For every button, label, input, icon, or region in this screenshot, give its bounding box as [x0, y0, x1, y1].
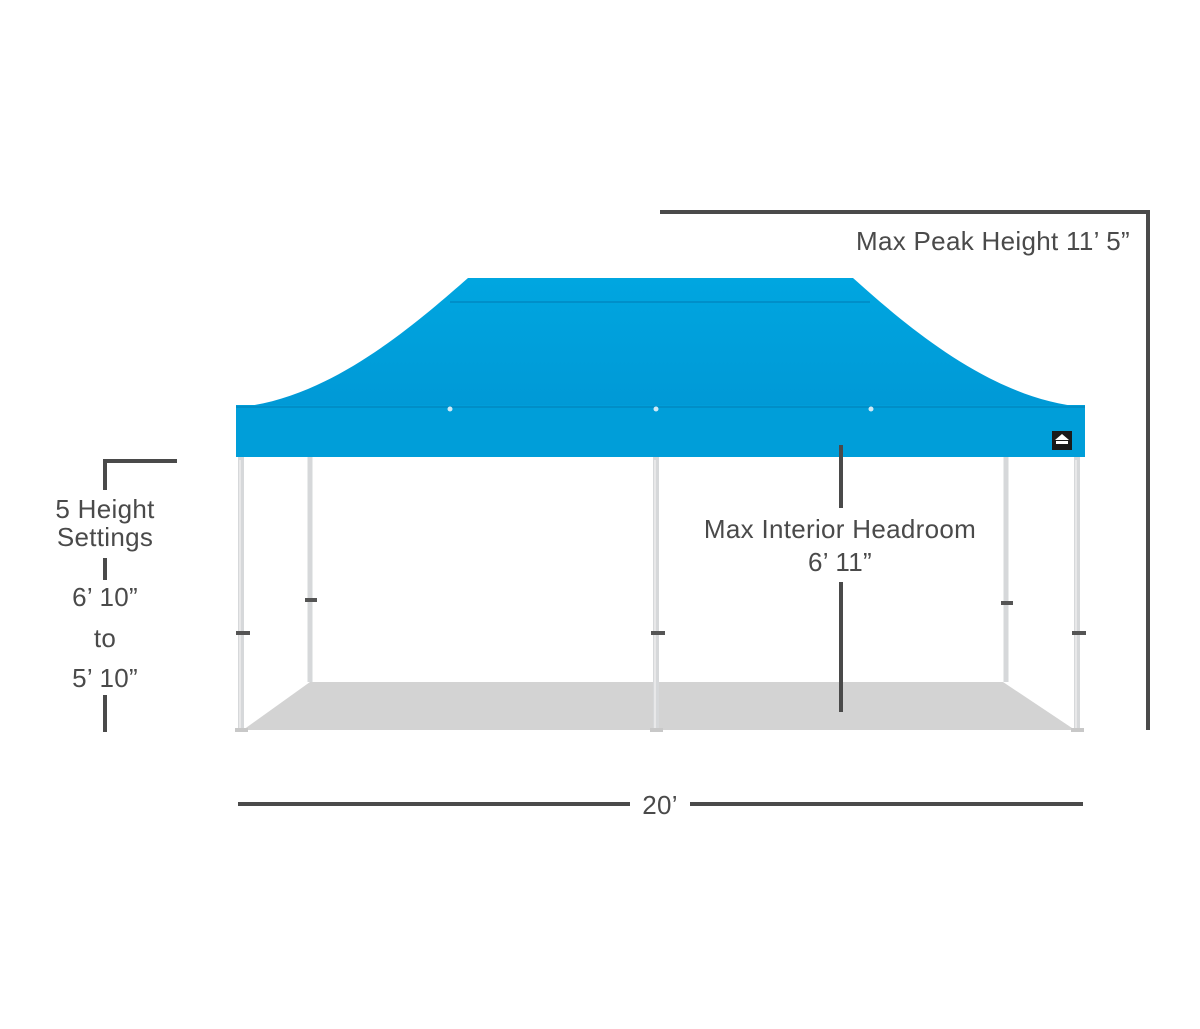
- height-settings-label-line2: Settings: [56, 522, 154, 552]
- brand-logo-icon: [1052, 431, 1072, 450]
- height-settings-connector: to: [93, 623, 117, 653]
- peak-height-label: Max Peak Height 11’ 5”: [856, 226, 1130, 256]
- headroom-label: Max Interior Headroom: [703, 514, 977, 544]
- height-settings-max: 6’ 10”: [72, 582, 138, 612]
- leg-feet: [235, 728, 1084, 732]
- height-settings-label-line1: 5 Height: [55, 494, 155, 524]
- canopy-roof: [238, 278, 1084, 407]
- valance-grommet: [868, 406, 874, 412]
- headroom-value: 6’ 11”: [808, 547, 872, 577]
- height-settings-min: 5’ 10”: [72, 663, 138, 693]
- width-label: 20’: [642, 790, 678, 820]
- height-settings-dimension-line: [103, 459, 177, 732]
- valance-grommet: [447, 406, 453, 412]
- valance-grommet: [653, 406, 659, 412]
- leg-height-pins: [236, 598, 1086, 635]
- frame-legs-back: [307, 456, 1009, 682]
- frame-legs-front: [238, 457, 1080, 730]
- canopy-valance: [236, 405, 1085, 457]
- peak-height-dimension-line: [660, 210, 1150, 730]
